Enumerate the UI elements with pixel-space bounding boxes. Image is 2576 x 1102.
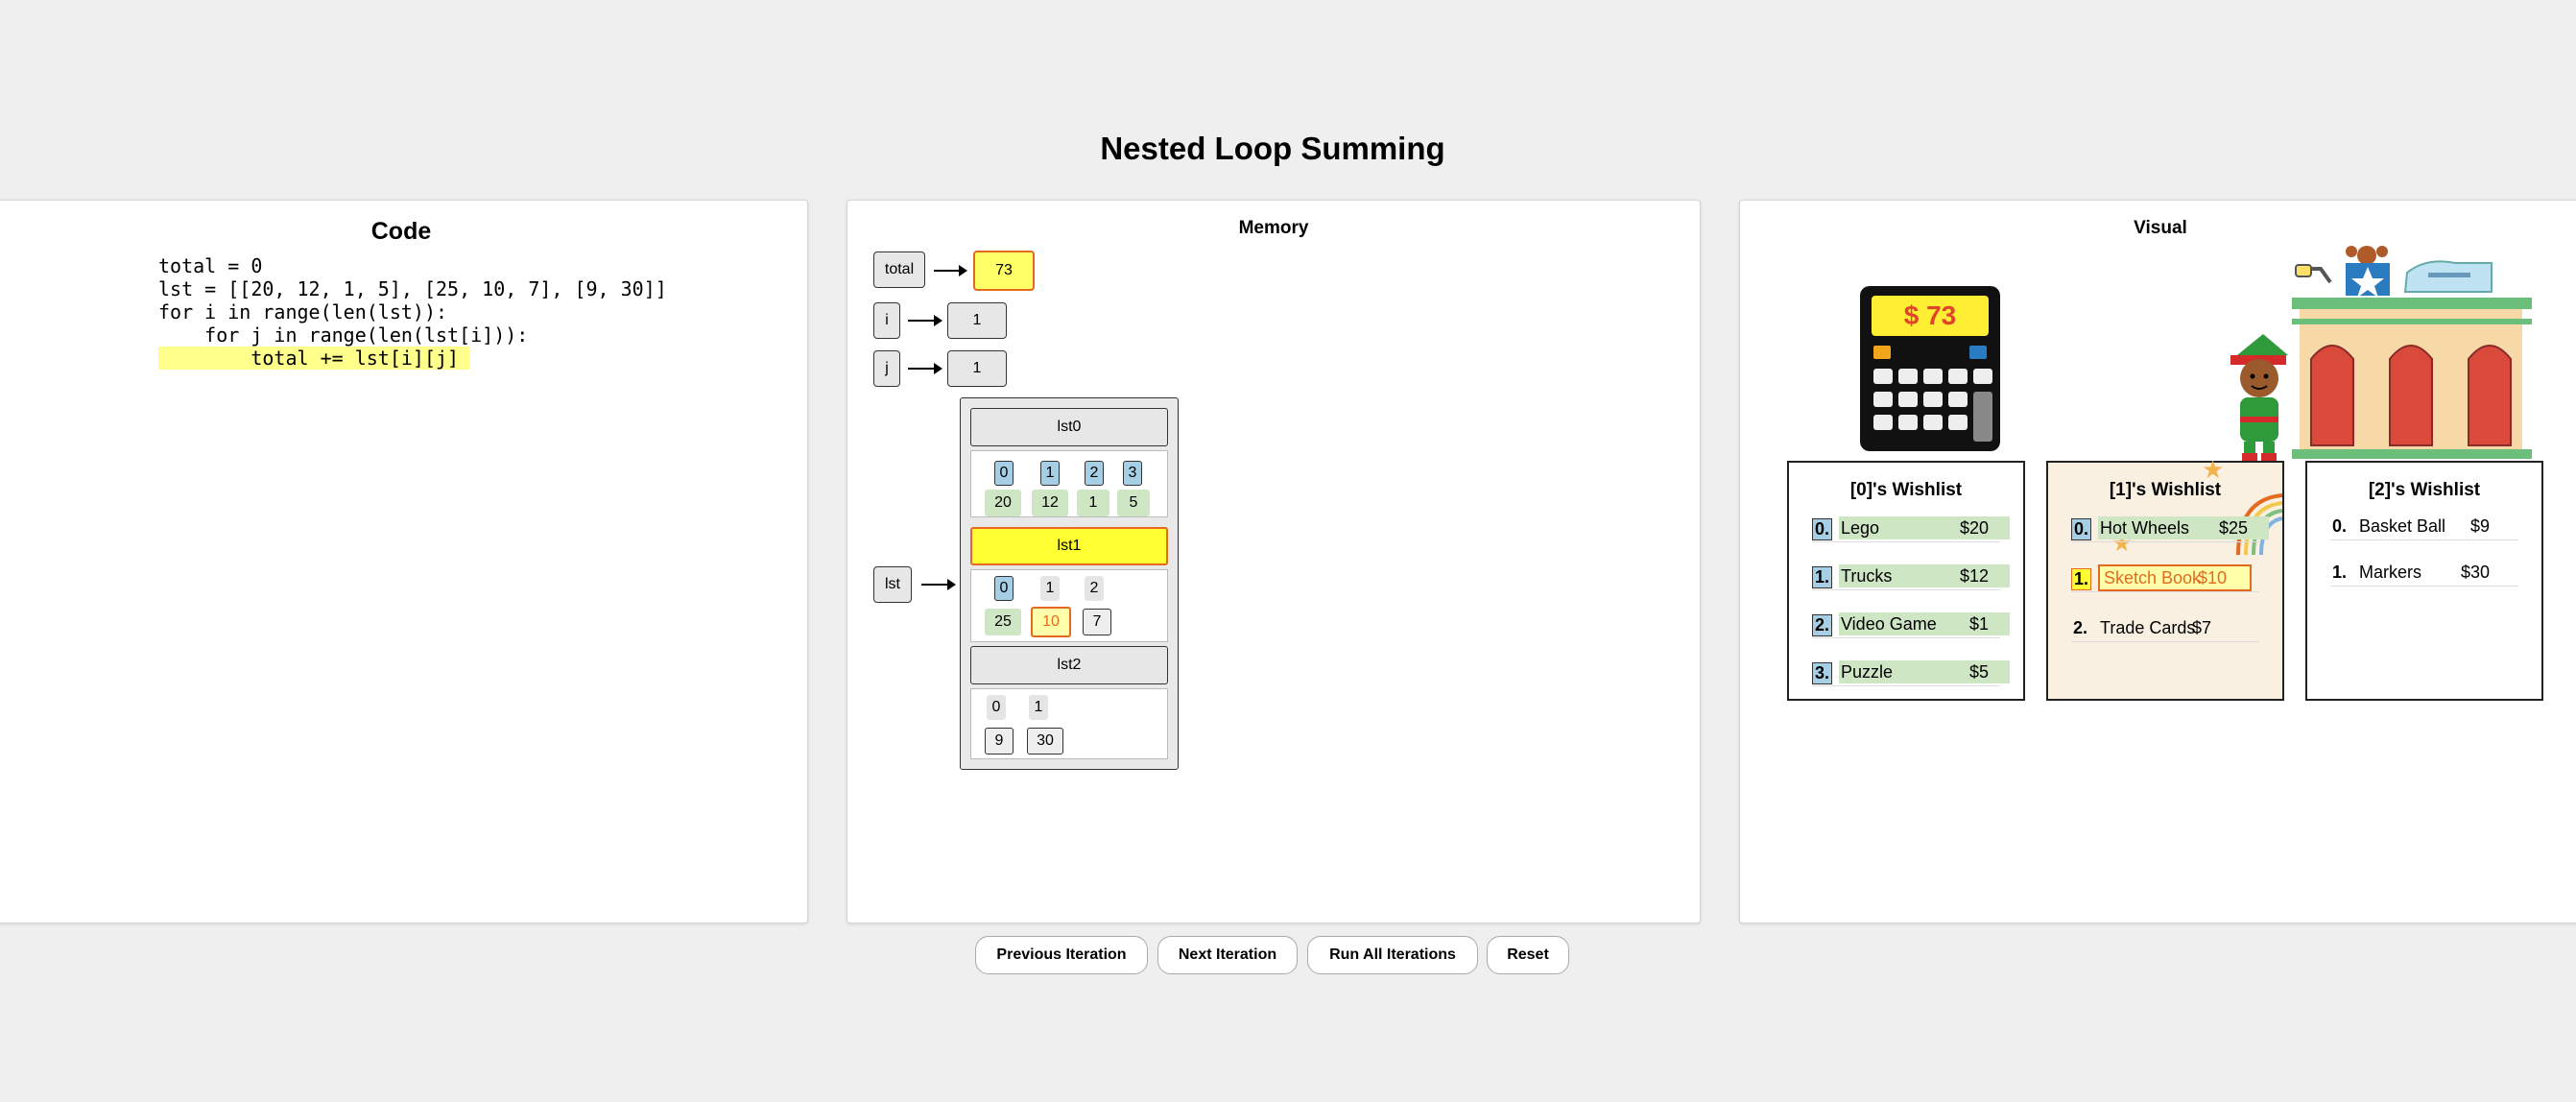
item-price: $7: [2192, 618, 2211, 638]
item-name: Lego: [1841, 518, 1879, 539]
reset-button[interactable]: Reset: [1487, 936, 1569, 974]
index-cell: 1: [1040, 576, 1060, 601]
sublist-body-lst2: 0 1 9 30: [970, 688, 1168, 759]
item-price: $25: [2219, 518, 2248, 539]
lst-container: lst0 0 1 2 3 20 12 1 5 lst1 0 1 2 25 10 …: [960, 397, 1179, 770]
item-name: Video Game: [1841, 614, 1937, 635]
page-title: Nested Loop Summing: [0, 131, 2545, 167]
wishlist-item: 1. Trucks $12: [1812, 564, 2000, 590]
calculator-display: $ 73: [1872, 296, 1989, 336]
wishlist-item: 0. Hot Wheels $25: [2071, 516, 2259, 542]
var-i-label: i: [873, 302, 900, 339]
wishlist-item: 2. Trade Cards $7: [2071, 616, 2259, 642]
var-j-label: j: [873, 350, 900, 387]
item-number: 2.: [1812, 614, 1832, 636]
var-j-value: 1: [947, 350, 1007, 387]
item-number: 0.: [1812, 518, 1832, 540]
var-i-value: 1: [947, 302, 1007, 339]
index-cell: 1: [1040, 461, 1060, 486]
wishlist-item-current: 1. Sketch Book $10: [2071, 566, 2259, 592]
arrow-icon: [908, 320, 941, 322]
previous-iteration-button[interactable]: Previous Iteration: [975, 936, 1148, 974]
arrow-icon: [934, 270, 966, 272]
value-cell: 1: [1077, 490, 1109, 516]
code-line: total = 0: [158, 254, 667, 277]
item-name: Trucks: [1841, 566, 1892, 587]
value-cell: 25: [985, 609, 1021, 635]
code-block: total = 0 lst = [[20, 12, 1, 5], [25, 10…: [158, 254, 667, 370]
sublist-label-lst0: lst0: [970, 408, 1168, 446]
item-name: Puzzle: [1841, 662, 1893, 683]
item-name: Trade Cards: [2100, 618, 2195, 638]
wishlist-title: [1]'s Wishlist: [2048, 480, 2282, 501]
value-cell-current: 10: [1031, 607, 1071, 637]
arrow-icon: [908, 368, 941, 370]
wishlist-title: [2]'s Wishlist: [2307, 480, 2541, 501]
memory-panel-title: Memory: [847, 218, 1700, 239]
sublist-body-lst0: 0 1 2 3 20 12 1 5: [970, 450, 1168, 517]
var-total-value: 73: [973, 251, 1035, 291]
item-number: 1.: [1812, 566, 1832, 588]
item-price: $10: [2198, 568, 2227, 588]
toy-shop-icon: [2292, 244, 2532, 461]
item-number: 1.: [2071, 568, 2091, 590]
index-cell: 3: [1123, 461, 1142, 486]
item-number: 2.: [2071, 618, 2089, 638]
value-cell: 20: [985, 490, 1021, 516]
code-line: for i in range(len(lst)):: [158, 300, 667, 323]
wishlist-item: 0. Basket Ball $9: [2330, 515, 2518, 540]
index-cell: 1: [1029, 695, 1048, 720]
item-number: 1.: [2330, 563, 2349, 583]
wishlist-card-2: [2]'s Wishlist 0. Basket Ball $9 1. Mark…: [2305, 461, 2543, 701]
sublist-body-lst1: 0 1 2 25 10 7: [970, 569, 1168, 642]
item-price: $30: [2461, 563, 2490, 583]
item-name: Sketch Book: [2104, 568, 2201, 588]
calculator-icon: $ 73: [1860, 286, 2000, 451]
value-cell: 30: [1027, 728, 1063, 755]
wishlist-card-0: [0]'s Wishlist 0. Lego $20 1. Trucks $12…: [1787, 461, 2025, 701]
wishlist-item: 1. Markers $30: [2330, 561, 2518, 587]
index-cell: 0: [994, 576, 1014, 601]
code-line: lst = [[20, 12, 1, 5], [25, 10, 7], [9, …: [158, 277, 667, 300]
item-price: $20: [1960, 518, 1989, 539]
item-price: $5: [1969, 662, 1989, 683]
wishlist-card-1: ★ ★ [1]'s Wishlist 0. Hot Wheels $25 1. …: [2046, 461, 2284, 701]
item-price: $9: [2470, 516, 2490, 537]
wishlist-title: [0]'s Wishlist: [1789, 480, 2023, 501]
value-cell: 12: [1032, 490, 1068, 516]
index-cell: 2: [1085, 576, 1104, 601]
item-name: Markers: [2359, 563, 2421, 583]
visual-panel-title: Visual: [1740, 218, 2576, 239]
item-price: $1: [1969, 614, 1989, 635]
next-iteration-button[interactable]: Next Iteration: [1157, 936, 1298, 974]
item-price: $12: [1960, 566, 1989, 587]
item-name: Hot Wheels: [2100, 518, 2189, 539]
elf-icon: [2225, 334, 2294, 461]
item-number: 3.: [1812, 662, 1832, 684]
arrow-icon: [921, 584, 954, 586]
sublist-label-lst1: lst1: [970, 527, 1168, 565]
code-line-highlighted: total += lst[i][j]: [158, 347, 469, 370]
value-cell: 5: [1117, 490, 1150, 516]
value-cell: 9: [985, 728, 1014, 755]
var-lst-label: lst: [873, 566, 912, 603]
wishlist-item: 0. Lego $20: [1812, 516, 2000, 542]
item-number: 0.: [2330, 516, 2349, 537]
wishlist-item: 2. Video Game $1: [1812, 612, 2000, 638]
sublist-label-lst2: lst2: [970, 646, 1168, 684]
code-panel-title: Code: [0, 218, 807, 246]
item-number: 0.: [2071, 518, 2091, 540]
index-cell: 0: [987, 695, 1006, 720]
index-cell: 0: [994, 461, 1014, 486]
index-cell: 2: [1085, 461, 1104, 486]
item-name: Basket Ball: [2359, 516, 2445, 537]
code-panel: Code total = 0 lst = [[20, 12, 1, 5], [2…: [0, 200, 808, 923]
value-cell: 7: [1083, 609, 1111, 635]
wishlist-item: 3. Puzzle $5: [1812, 660, 2000, 686]
code-line: for j in range(len(lst[i])):: [158, 323, 667, 347]
run-all-iterations-button[interactable]: Run All Iterations: [1307, 936, 1478, 974]
var-total-label: total: [873, 252, 925, 288]
